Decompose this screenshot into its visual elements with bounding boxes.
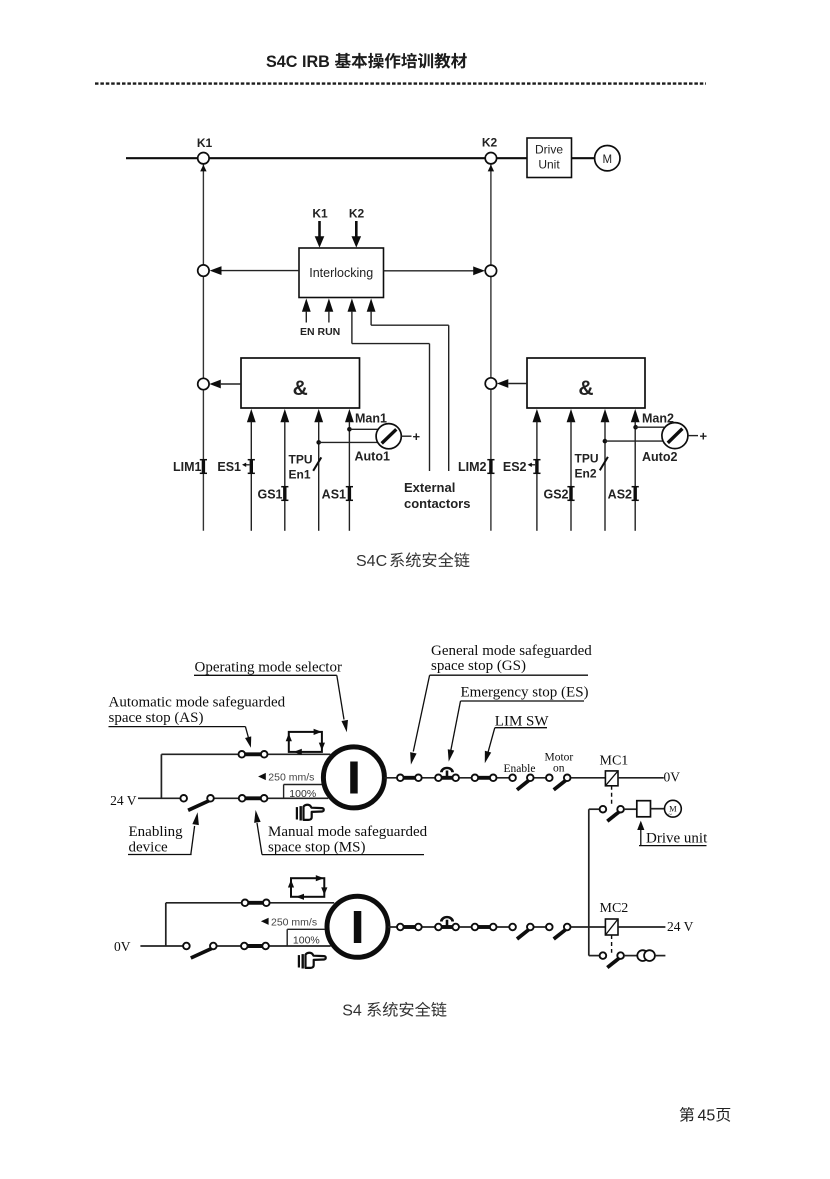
svg-text:+: + — [700, 428, 708, 443]
svg-text:&: & — [293, 377, 308, 400]
svg-text:+: + — [413, 429, 421, 444]
svg-text:device: device — [129, 840, 168, 856]
svg-text:K2: K2 — [349, 207, 365, 221]
svg-text:space stop (AS): space stop (AS) — [109, 710, 204, 726]
svg-text:S4C IRB: S4C IRB — [266, 53, 330, 71]
svg-text:Automatic mode safeguarded: Automatic mode safeguarded — [109, 695, 286, 711]
svg-text:K2: K2 — [482, 136, 498, 150]
svg-text:Enabling: Enabling — [129, 824, 184, 840]
svg-text:S4: S4 — [342, 1003, 362, 1020]
svg-text:K1: K1 — [197, 136, 213, 150]
svg-text:EN RUN: EN RUN — [300, 326, 340, 338]
svg-text:AS2: AS2 — [608, 488, 632, 502]
svg-text:LIM SW: LIM SW — [495, 714, 550, 730]
svg-text:~: ~ — [668, 811, 672, 819]
svg-text:TPU: TPU — [575, 452, 599, 466]
svg-text:Enable: Enable — [504, 763, 536, 775]
svg-text:Man1: Man1 — [355, 412, 387, 426]
svg-text:M: M — [603, 154, 613, 166]
svg-text:LIM1: LIM1 — [173, 460, 202, 474]
svg-text:Auto1: Auto1 — [355, 450, 390, 464]
svg-text:General mode safeguarded: General mode safeguarded — [431, 643, 592, 659]
svg-text:Manual mode safeguarded: Manual mode safeguarded — [268, 824, 428, 840]
svg-text:Motor: Motor — [545, 752, 574, 764]
svg-text:Drive unit: Drive unit — [646, 831, 708, 847]
svg-text:TPU: TPU — [289, 453, 313, 467]
svg-text:GS2: GS2 — [543, 488, 568, 502]
svg-text:space stop (MS): space stop (MS) — [268, 839, 366, 855]
svg-text:ES2: ES2 — [503, 460, 527, 474]
svg-text:M: M — [669, 804, 677, 814]
svg-text:ES1: ES1 — [217, 460, 241, 474]
svg-text:Man2: Man2 — [642, 412, 674, 426]
svg-text:Interlocking: Interlocking — [309, 266, 373, 280]
svg-text:Drive: Drive — [535, 143, 563, 157]
svg-text:MC2: MC2 — [600, 901, 629, 916]
svg-text:0V: 0V — [114, 939, 131, 954]
svg-text:Auto2: Auto2 — [642, 450, 677, 464]
svg-text:24 V: 24 V — [110, 793, 137, 808]
svg-text:&: & — [578, 377, 593, 400]
svg-text:External: External — [404, 480, 455, 495]
svg-text:S4C: S4C — [356, 553, 387, 570]
svg-text:contactors: contactors — [404, 496, 470, 511]
svg-text:Operating mode selector: Operating mode selector — [195, 660, 342, 676]
svg-text:250 mm/s: 250 mm/s — [268, 772, 314, 784]
svg-text:AS1: AS1 — [322, 488, 346, 502]
svg-text:space stop (GS): space stop (GS) — [431, 658, 526, 674]
svg-text:MC1: MC1 — [600, 754, 629, 769]
svg-text:45: 45 — [698, 1108, 716, 1125]
svg-text:24 V: 24 V — [667, 919, 694, 934]
svg-text:Emergency stop (ES): Emergency stop (ES) — [461, 685, 589, 701]
svg-text:K1: K1 — [312, 207, 328, 221]
svg-text:Unit: Unit — [538, 158, 560, 172]
svg-text:En1: En1 — [289, 468, 311, 482]
svg-text:0V: 0V — [664, 769, 681, 784]
svg-text:En2: En2 — [575, 467, 597, 481]
svg-text:250 mm/s: 250 mm/s — [271, 916, 317, 928]
svg-text:GS1: GS1 — [257, 488, 282, 502]
svg-text:100%: 100% — [289, 788, 316, 800]
svg-text:on: on — [553, 763, 565, 775]
svg-text:LIM2: LIM2 — [458, 460, 487, 474]
svg-text:100%: 100% — [293, 935, 320, 947]
